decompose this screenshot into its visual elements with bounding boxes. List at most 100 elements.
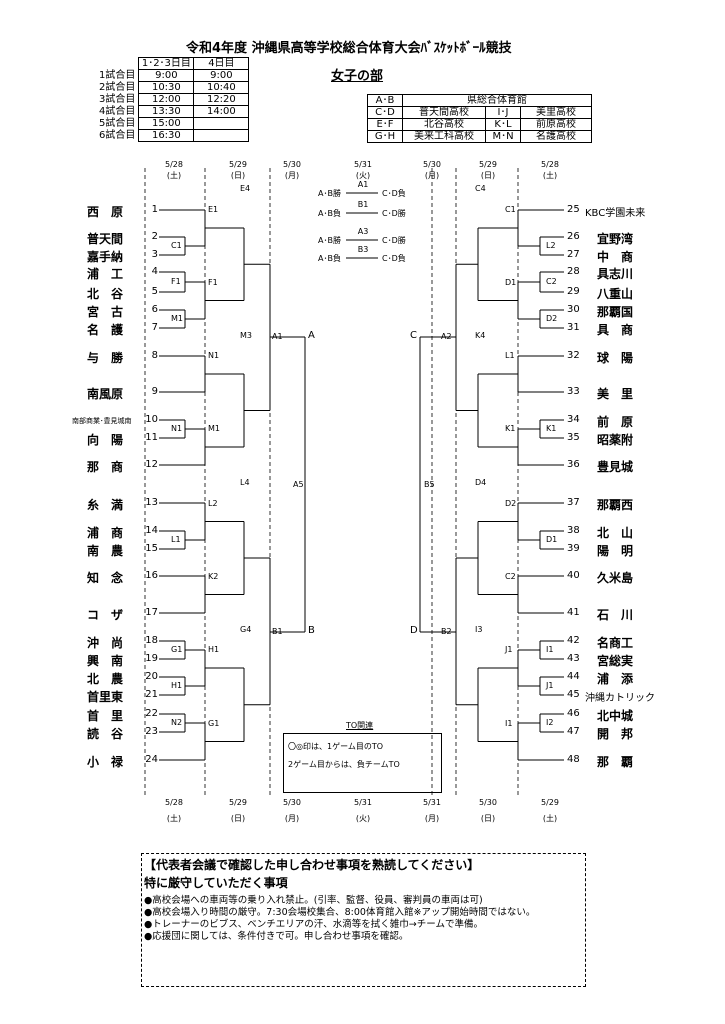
game-label: B2 — [441, 627, 452, 636]
game-label: N1 — [171, 424, 183, 433]
team-name: 浦 工 — [87, 267, 124, 281]
weekday-label: (日) — [480, 171, 496, 180]
seed-number: 21 — [145, 689, 158, 700]
game-label: G1 — [171, 645, 183, 654]
team-name: 石 川 — [597, 608, 634, 622]
game-label: K2 — [208, 571, 219, 581]
team-name: 南 農 — [87, 544, 124, 558]
weekday-label: (日) — [230, 814, 246, 823]
seed-number: 1 — [151, 204, 158, 215]
seed-number: 42 — [567, 635, 580, 646]
seed-number: 13 — [145, 497, 158, 508]
team-name: 嘉手納 — [87, 250, 124, 264]
team-name: 読 谷 — [87, 727, 124, 741]
venue-name: 名護高校 — [520, 130, 592, 143]
seed-number: 35 — [567, 432, 580, 443]
weekday-label: (月) — [424, 171, 440, 180]
game-label: N2 — [171, 718, 183, 727]
seed-number: 17 — [145, 607, 158, 618]
game-label: N1 — [208, 351, 220, 360]
seed-number: 29 — [567, 286, 580, 297]
bracket-mark-a: A — [308, 330, 315, 341]
team-name: 那 覇 — [597, 755, 634, 769]
game-label: F1 — [171, 277, 181, 286]
game-label: D4 — [475, 478, 487, 487]
seed-number: 30 — [567, 304, 580, 315]
team-name: 名 護 — [87, 323, 124, 337]
to-note-line: 〇◎印は、1ゲーム目のTO — [288, 742, 384, 751]
seed-number: 32 — [567, 350, 580, 361]
finals-right: C･D勝 — [382, 236, 406, 245]
seed-number: 33 — [567, 386, 580, 397]
schedule-label: 4試合目 — [99, 106, 136, 117]
seed-number: 4 — [151, 266, 158, 277]
seed-number: 43 — [567, 653, 580, 664]
game-label-b5: B5 — [424, 480, 435, 489]
game-label: L2 — [208, 498, 218, 508]
seed-number: 28 — [567, 266, 580, 277]
team-name: 豊見城 — [597, 460, 634, 474]
finals-game: B1 — [357, 200, 369, 209]
seed-number: 19 — [145, 653, 158, 664]
game-label: A1 — [272, 332, 283, 341]
team-name: 普天間 — [87, 232, 124, 246]
team-name: 久米島 — [597, 571, 634, 585]
date-label: 5/29 — [229, 798, 247, 807]
finals-left: A･B勝 — [318, 236, 341, 245]
date-label: 5/30 — [479, 798, 497, 807]
seed-number: 9 — [151, 386, 158, 397]
team-name: 与 勝 — [87, 351, 124, 365]
schedule-label: 2試合目 — [99, 82, 136, 93]
game-label: C1 — [505, 205, 516, 214]
game-label: I1 — [505, 718, 513, 728]
bracket-mark-d: D — [410, 625, 418, 636]
seed-number: 16 — [145, 570, 158, 581]
seed-number: 3 — [151, 249, 158, 260]
schedule-label: 6試合目 — [99, 130, 136, 141]
notice-item: ●トレーナーのビブス、ベンチエリアの汗、水滴等を拭く雑巾→チームで準備。 — [144, 919, 483, 930]
team-name: 陽 明 — [597, 544, 634, 558]
date-label: 5/31 — [423, 798, 441, 807]
schedule-label: 3試合目 — [99, 94, 136, 105]
team-name: 浦 商 — [87, 526, 124, 540]
seed-number: 45 — [567, 689, 580, 700]
seed-number: 18 — [145, 635, 158, 646]
game-label: A2 — [441, 332, 452, 341]
team-name: 前 原 — [597, 415, 634, 429]
game-label: C2 — [546, 277, 557, 286]
seed-number: 2 — [151, 231, 158, 242]
bracket-mark-c: C — [410, 330, 417, 341]
team-name: 球 陽 — [597, 351, 634, 365]
weekday-label: (月) — [284, 171, 300, 180]
team-name: 向 陽 — [87, 433, 124, 447]
notice-item: ●高校会場入り時間の厳守。7:30会場校集合、8:00体育館入館※アップ開始時間… — [144, 907, 536, 918]
game-label: I3 — [475, 624, 483, 634]
date-label: 5/28 — [541, 160, 559, 169]
team-name: 名商工 — [597, 636, 634, 650]
team-name: 興 南 — [87, 654, 124, 668]
game-label: K1 — [505, 424, 516, 433]
schedule-label: 1試合目 — [99, 70, 136, 81]
game-label: D1 — [546, 535, 558, 544]
game-label: M1 — [171, 314, 183, 323]
seed-number: 44 — [567, 671, 580, 682]
finals-game: A1 — [357, 180, 369, 189]
notice-subheading: 特に厳守していただく事項 — [144, 876, 288, 890]
game-label: E4 — [240, 184, 251, 194]
team-name: 那覇西 — [597, 498, 634, 512]
game-label: L2 — [546, 241, 556, 250]
game-label: D2 — [546, 314, 558, 323]
team-name: 沖 尚 — [87, 636, 124, 650]
team-name: 宮 古 — [87, 305, 124, 319]
game-label: M3 — [240, 330, 252, 340]
game-label: K4 — [475, 330, 486, 340]
team-name: 北 農 — [87, 672, 124, 686]
seed-number: 47 — [567, 726, 580, 737]
game-label: K1 — [546, 424, 557, 433]
notice-item: ●高校会場への車両等の乗り入れ禁止。(引率、監督、役員、審判員の車両は可) — [144, 895, 483, 906]
team-name: 具 商 — [597, 323, 634, 337]
team-name: 美 里 — [597, 387, 634, 401]
weekday-label: (土) — [542, 814, 558, 823]
notice-heading: 【代表者会議で確認した申し合わせ事項を熟読してください】 — [144, 858, 480, 872]
